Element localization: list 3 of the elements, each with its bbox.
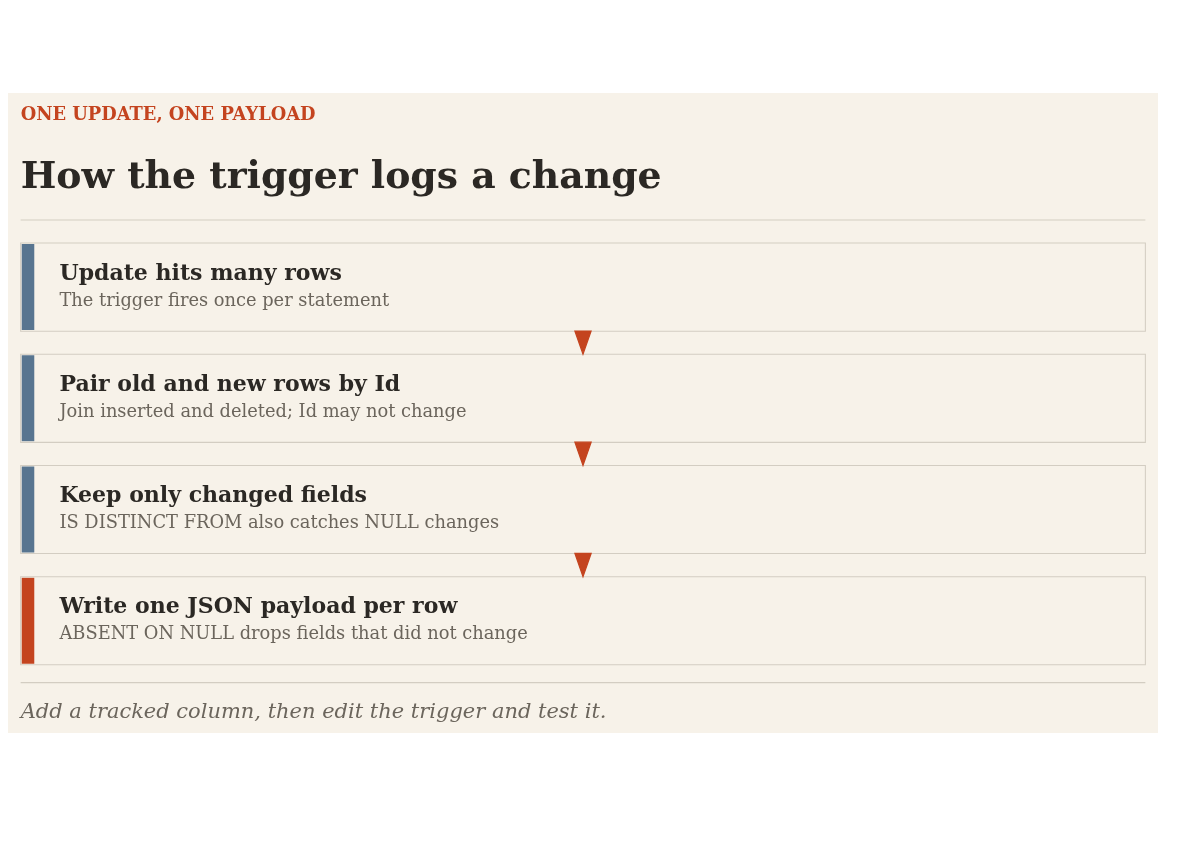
caption: Add a tracked column, then edit the trigger and test it. [20,698,607,723]
label: ONE UPDATE, ONE PAYLOAD [20,102,316,124]
diagram-title: How the trigger logs a change [20,152,662,197]
